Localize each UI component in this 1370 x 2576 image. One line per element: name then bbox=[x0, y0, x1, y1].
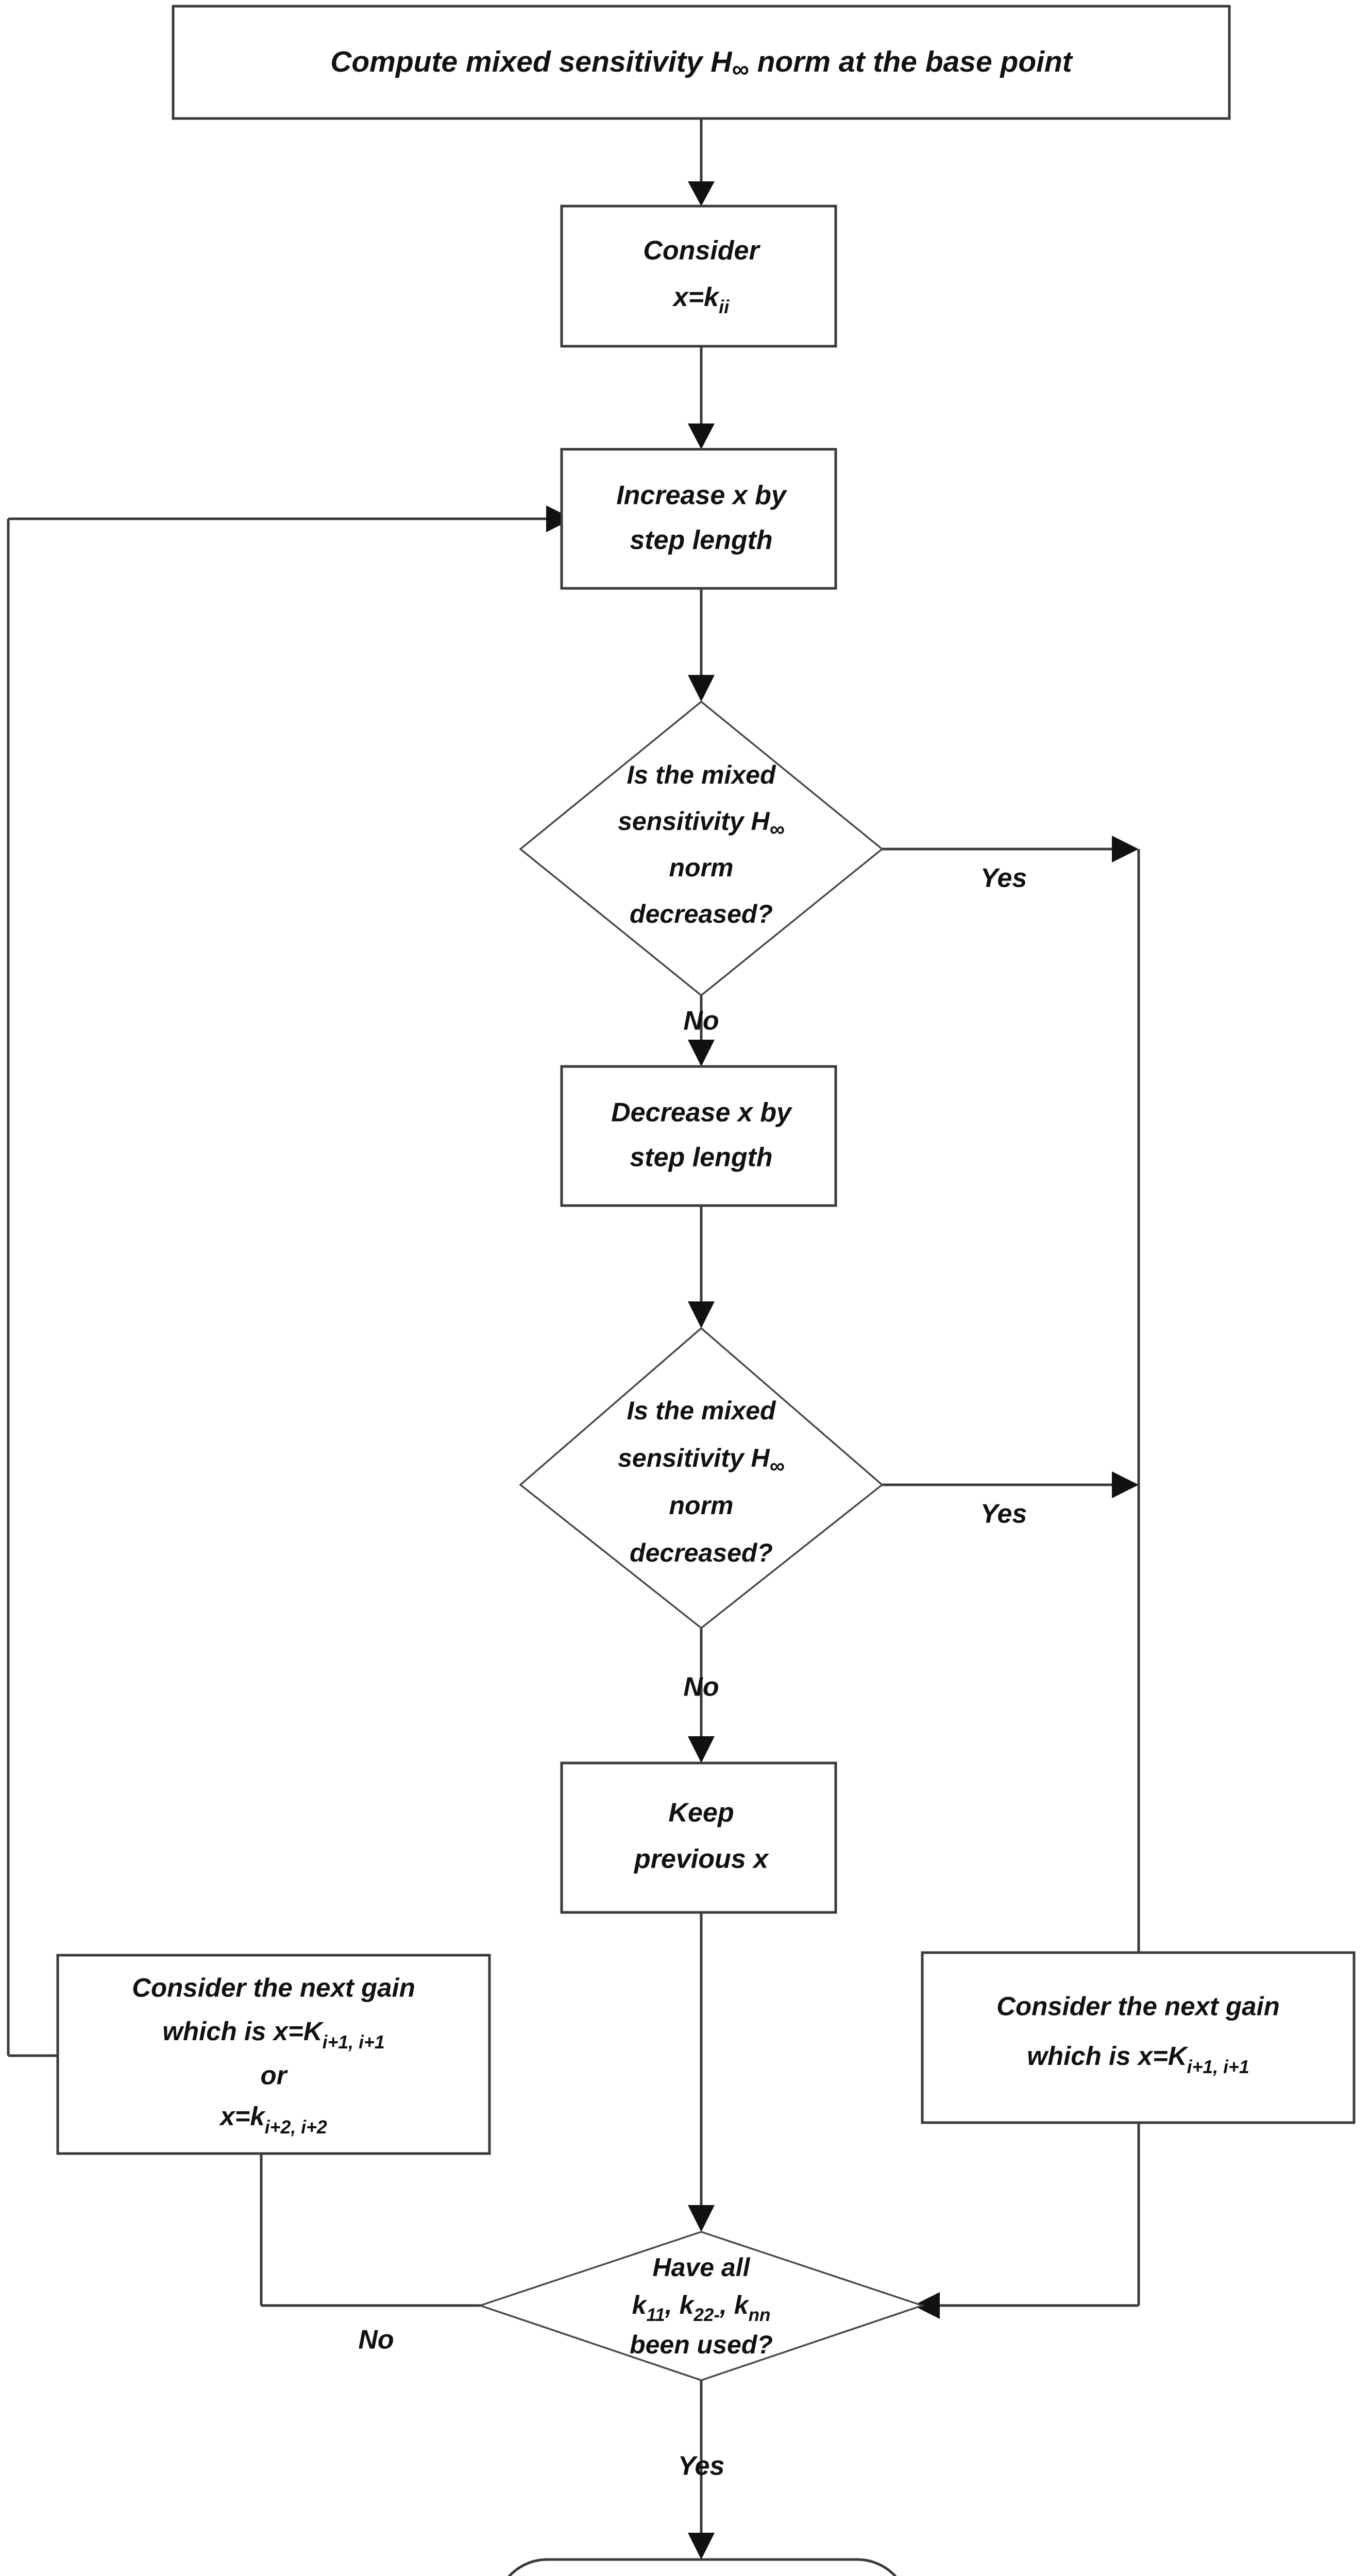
arrow-increase-to-decision1 bbox=[688, 675, 715, 702]
decision-2-line1: Is the mixed bbox=[627, 1396, 776, 1425]
next-gain-left-line1: Consider the next gain bbox=[132, 1973, 415, 2002]
node-consider-kii[interactable]: Consider x=kii bbox=[560, 205, 837, 348]
increase-x-box[interactable] bbox=[560, 448, 837, 590]
node-decrease-x[interactable]: Decrease x by step length bbox=[560, 1065, 837, 1207]
decision-3-diamond[interactable] bbox=[477, 2231, 925, 2381]
start-text-suffix: norm at the base point bbox=[749, 45, 1073, 78]
label-decision2-no: No bbox=[683, 1672, 719, 1702]
decision-3-k22: k bbox=[680, 2291, 695, 2319]
arrow-decision1-no bbox=[688, 1040, 715, 1066]
keep-previous-line2: previous x bbox=[633, 1844, 769, 1874]
decision-3-k11-sub: 11 bbox=[646, 2305, 665, 2325]
consider-kii-expr: x=k bbox=[672, 282, 720, 312]
decision-3-sep2: , bbox=[719, 2291, 734, 2319]
node-decision-1[interactable]: Is the mixed sensitivity H∞ norm decreas… bbox=[519, 700, 884, 997]
start-box[interactable] bbox=[172, 5, 1231, 120]
next-gain-left-subscript2: i+2, i+2 bbox=[265, 2117, 327, 2138]
label-decision1-no: No bbox=[683, 1006, 719, 1036]
arrow-decision3-yes bbox=[688, 2533, 715, 2560]
node-decision-3[interactable]: Have all k11, k22-, knn been used? bbox=[477, 2231, 925, 2381]
next-gain-right-subscript: i+1, i+1 bbox=[1187, 2057, 1249, 2077]
decrease-x-box[interactable] bbox=[560, 1065, 837, 1207]
consider-kii-line1: Consider bbox=[643, 236, 760, 266]
consider-kii-subscript: ii bbox=[719, 296, 730, 317]
start-text-prefix: Compute mixed sensitivity bbox=[330, 45, 711, 78]
increase-x-line1: Increase x by bbox=[616, 481, 788, 511]
decision-2-prefix: sensitivity bbox=[618, 1444, 751, 1472]
decision-1-line3: norm bbox=[669, 853, 734, 882]
label-decision2-yes: Yes bbox=[980, 1499, 1027, 1529]
decision-1-diamond[interactable] bbox=[519, 700, 884, 997]
decision-1-prefix: sensitivity bbox=[618, 807, 751, 836]
node-start[interactable]: Compute mixed sensitivity H∞ norm at the… bbox=[172, 5, 1231, 120]
decision-2-line2: sensitivity H∞ bbox=[618, 1444, 785, 1478]
arrow-decision2-no bbox=[688, 1736, 715, 1763]
node-increase-x[interactable]: Increase x by step length bbox=[560, 448, 837, 590]
arrow-feedback-to-increase bbox=[546, 505, 573, 532]
decision-3-k11: k bbox=[632, 2291, 648, 2319]
keep-previous-box[interactable] bbox=[560, 1761, 837, 1914]
next-gain-right-line1: Consider the next gain bbox=[996, 1991, 1280, 2021]
connectors bbox=[7, 118, 1140, 2560]
decision-2-hinf-subscript: ∞ bbox=[770, 1454, 785, 1478]
node-keep-previous[interactable]: Keep previous x bbox=[560, 1761, 837, 1914]
arrow-decision2-yes bbox=[1112, 1471, 1139, 1498]
next-gain-left-subscript: i+1, i+1 bbox=[323, 2032, 385, 2053]
decision-1-hinf-symbol: H bbox=[751, 807, 770, 836]
decision-1-line2: sensitivity H∞ bbox=[618, 807, 785, 841]
next-gain-left-box[interactable] bbox=[56, 1954, 491, 2155]
decision-3-line2: k11, k22-, knn bbox=[632, 2291, 771, 2325]
decision-3-knn-sub: nn bbox=[749, 2305, 771, 2325]
next-gain-left-expr2: x=k bbox=[218, 2102, 266, 2131]
consider-kii-line2: x=kii bbox=[672, 282, 730, 317]
consider-kii-box[interactable] bbox=[560, 205, 837, 348]
decision-2-line3: norm bbox=[669, 1491, 734, 1520]
label-decision1-yes: Yes bbox=[980, 863, 1027, 893]
decision-2-line4: decreased? bbox=[630, 1538, 773, 1567]
next-gain-right-line2: which is x=Ki+1, i+1 bbox=[1027, 2041, 1249, 2077]
arrow-rightgain-to-decision3 bbox=[913, 2292, 940, 2319]
decision-3-line1: Have all bbox=[652, 2253, 750, 2282]
node-decision-2[interactable]: Is the mixed sensitivity H∞ norm decreas… bbox=[519, 1327, 884, 1630]
label-decision3-no: No bbox=[358, 2325, 394, 2355]
next-gain-left-line2: which is x=Ki+1, i+1 bbox=[162, 2016, 384, 2053]
decision-1-hinf-subscript: ∞ bbox=[770, 817, 785, 841]
node-next-gain-left[interactable]: Consider the next gain which is x=Ki+1, … bbox=[56, 1954, 491, 2155]
next-gain-right-expr: which is x=K bbox=[1027, 2041, 1189, 2071]
next-gain-left-line4: x=ki+2, i+2 bbox=[218, 2102, 327, 2138]
decision-1-line1: Is the mixed bbox=[627, 760, 776, 789]
decision-2-hinf-symbol: H bbox=[751, 1444, 770, 1472]
decision-1-line4: decreased? bbox=[630, 900, 773, 928]
decision-3-sep1: , bbox=[665, 2291, 680, 2319]
arrow-decrease-to-decision2 bbox=[688, 1301, 715, 1328]
decision-2-diamond[interactable] bbox=[519, 1327, 884, 1630]
decision-3-knn: k bbox=[734, 2291, 750, 2319]
hinf-symbol: H bbox=[711, 45, 733, 78]
hinf-subscript: ∞ bbox=[732, 56, 749, 82]
arrow-decision1-yes bbox=[1112, 836, 1139, 862]
next-gain-left-expr: which is x=K bbox=[162, 2016, 324, 2046]
arrow-start-to-consider bbox=[688, 181, 715, 206]
decrease-x-line1: Decrease x by bbox=[611, 1098, 793, 1128]
decrease-x-line2: step length bbox=[630, 1143, 772, 1173]
node-next-gain-right[interactable]: Consider the next gain which is x=Ki+1, … bbox=[921, 1951, 1356, 2124]
keep-previous-line1: Keep bbox=[668, 1798, 734, 1828]
arrow-consider-to-increase bbox=[688, 423, 715, 449]
decision-3-k22-sub: 22- bbox=[693, 2305, 720, 2325]
label-decision3-yes: Yes bbox=[678, 2451, 725, 2481]
next-gain-left-line3: or bbox=[261, 2060, 289, 2090]
stop-terminator[interactable] bbox=[496, 2558, 909, 2576]
increase-x-line2: step length bbox=[630, 526, 772, 555]
node-stop[interactable]: Stop exploration bbox=[496, 2558, 909, 2576]
decision-3-line3: been used? bbox=[630, 2330, 773, 2359]
next-gain-right-box[interactable] bbox=[921, 1951, 1356, 2124]
arrow-keep-to-decision3 bbox=[688, 2205, 715, 2232]
start-label: Compute mixed sensitivity H∞ norm at the… bbox=[330, 45, 1073, 82]
